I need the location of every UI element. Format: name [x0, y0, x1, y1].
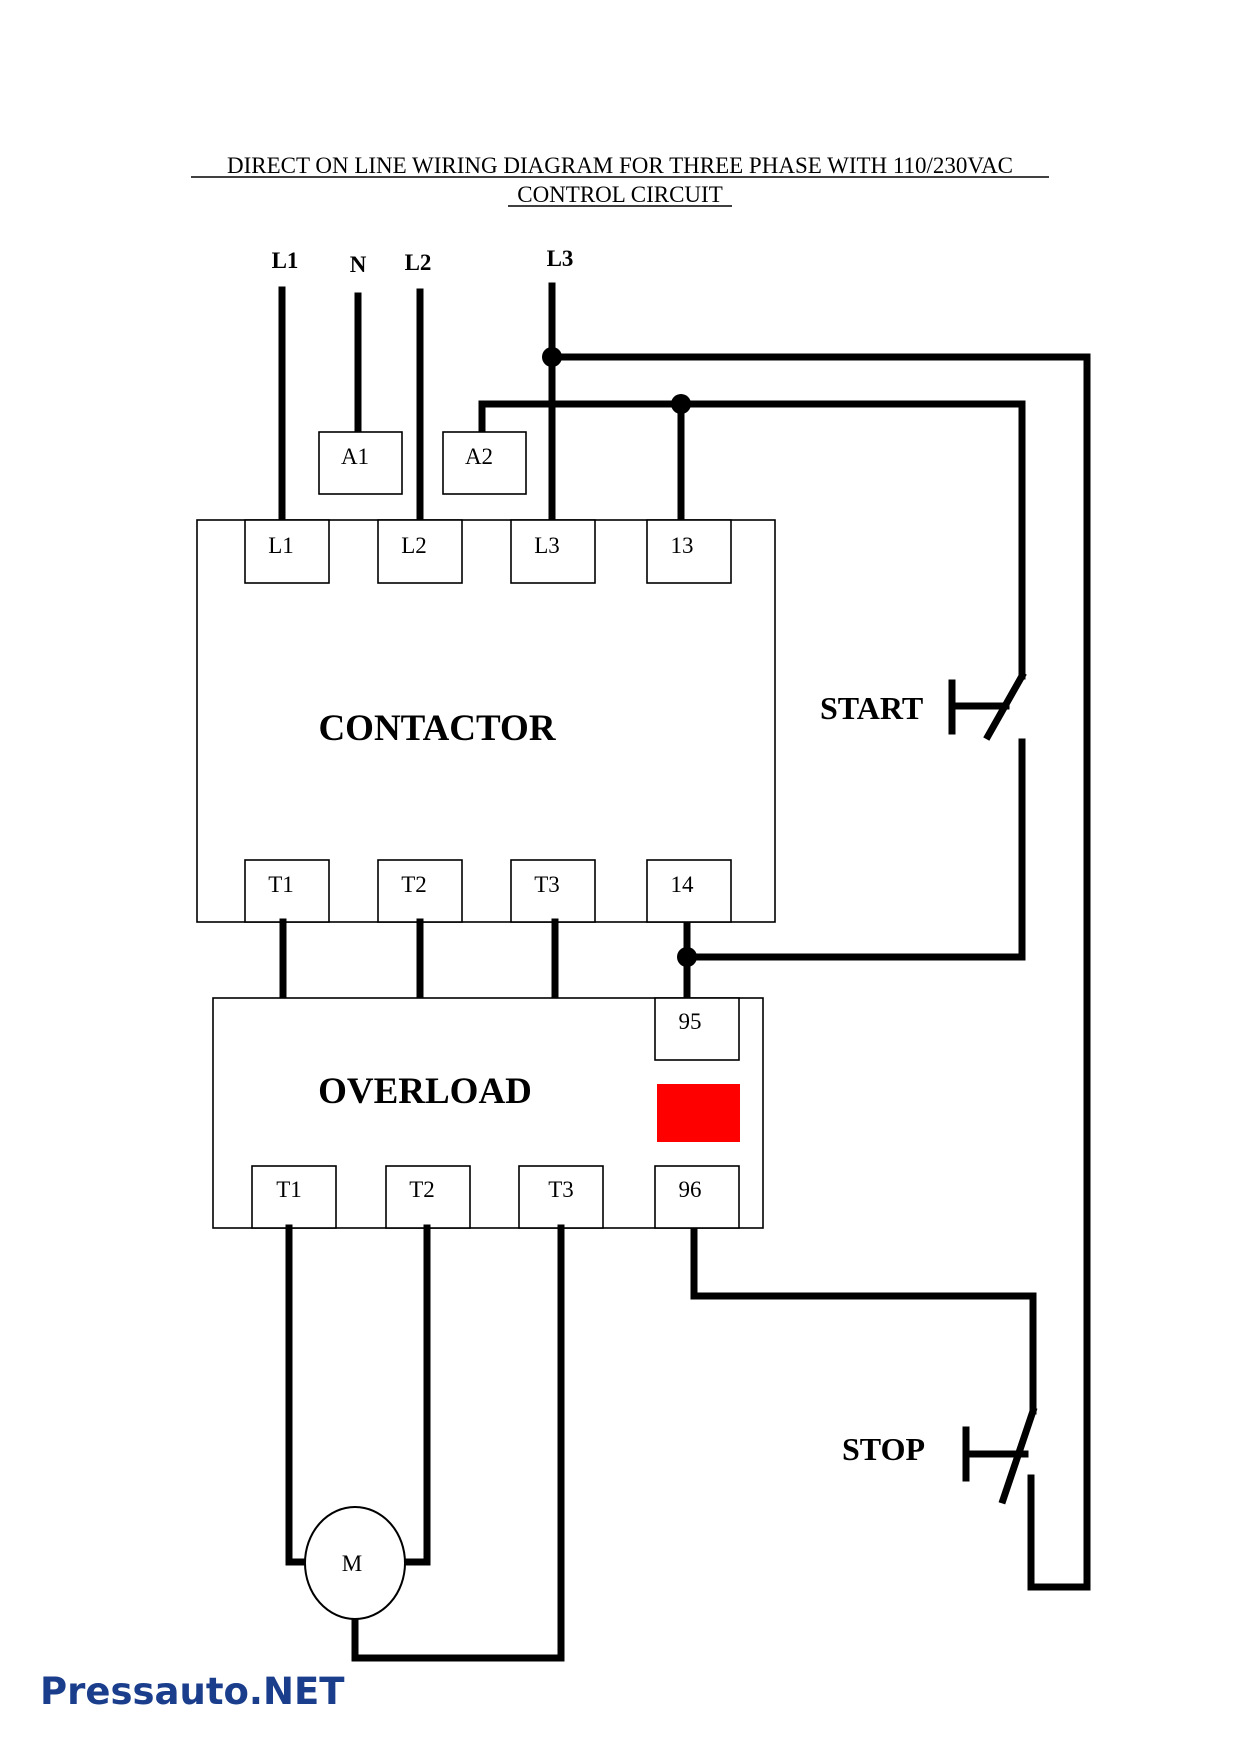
contactor-terminal-l2-label: L2 [401, 533, 427, 558]
supply-label-l3: L3 [547, 246, 574, 271]
motor-symbol [304, 1506, 406, 1620]
overload-terminal-t3-label: T3 [548, 1177, 574, 1202]
wire-motor-t2 [400, 1224, 431, 1566]
supply-label-l1: L1 [272, 248, 299, 273]
contactor-body [196, 519, 776, 923]
start-button-label: START [820, 690, 923, 726]
contactor-terminal-l3-label: L3 [534, 533, 560, 558]
overload-label: OVERLOAD [318, 1071, 532, 1112]
wire-96-to-stop [690, 1224, 1037, 1415]
contactor-terminal-13-label: 13 [671, 533, 694, 558]
diagram-title-line1: DIRECT ON LINE WIRING DIAGRAM FOR THREE … [227, 153, 1013, 178]
start-button-symbol [948, 671, 1027, 741]
contactor-label: CONTACTOR [318, 708, 556, 749]
diagram-title-line2: CONTROL CIRCUIT [517, 182, 723, 207]
overload-terminal-96 [654, 1165, 740, 1229]
wire-motor-t1 [285, 1224, 310, 1566]
junction-dot [542, 347, 562, 367]
overload-terminal-95 [654, 997, 740, 1061]
watermark-text: Pressauto.NET [40, 1670, 345, 1713]
contactor-terminal-14-label: 14 [671, 872, 695, 897]
overload-trip-indicator [657, 1084, 740, 1142]
contactor-terminal-l2 [377, 519, 463, 584]
contactor-terminal-t2-label: T2 [401, 872, 427, 897]
overload-terminal-t3 [518, 1165, 604, 1229]
overload-terminal-95-label: 95 [679, 1009, 702, 1034]
wire-control-l3-return [548, 353, 1091, 1591]
overload-terminal-t2 [385, 1165, 471, 1229]
contactor-terminal-l1-label: L1 [268, 533, 294, 558]
supply-label-l2: L2 [405, 250, 432, 275]
coil-terminal-a1 [318, 431, 403, 495]
contactor-terminal-t3-label: T3 [534, 872, 560, 897]
junction-dot [677, 947, 697, 967]
overload-terminal-96-label: 96 [679, 1177, 702, 1202]
contactor-terminal-l1 [244, 519, 330, 584]
contactor-terminal-t1 [244, 859, 330, 923]
stop-button-symbol [962, 1406, 1038, 1505]
overload-terminal-t1-label: T1 [276, 1177, 302, 1202]
coil-terminal-a1-label: A1 [341, 444, 369, 469]
motor-label: M [342, 1551, 362, 1576]
contactor-terminal-t1-label: T1 [268, 872, 294, 897]
wire-a2-to-start [478, 400, 1026, 680]
coil-terminal-a2-label: A2 [465, 444, 493, 469]
supply-label-n: N [350, 252, 367, 277]
wire-start-to-14 [683, 738, 1026, 961]
contactor-terminal-l3 [510, 519, 596, 584]
overload-terminal-t2-label: T2 [409, 1177, 435, 1202]
stop-button-label: STOP [842, 1431, 925, 1467]
wire-motor-t3 [351, 1224, 565, 1662]
coil-terminal-a2 [442, 431, 527, 495]
contactor-terminal-13 [646, 519, 732, 584]
contactor-terminal-t3 [510, 859, 596, 923]
overload-terminal-t1 [251, 1165, 337, 1229]
junction-dot [671, 394, 691, 414]
contactor-terminal-t2 [377, 859, 463, 923]
contactor-terminal-14 [646, 859, 732, 923]
